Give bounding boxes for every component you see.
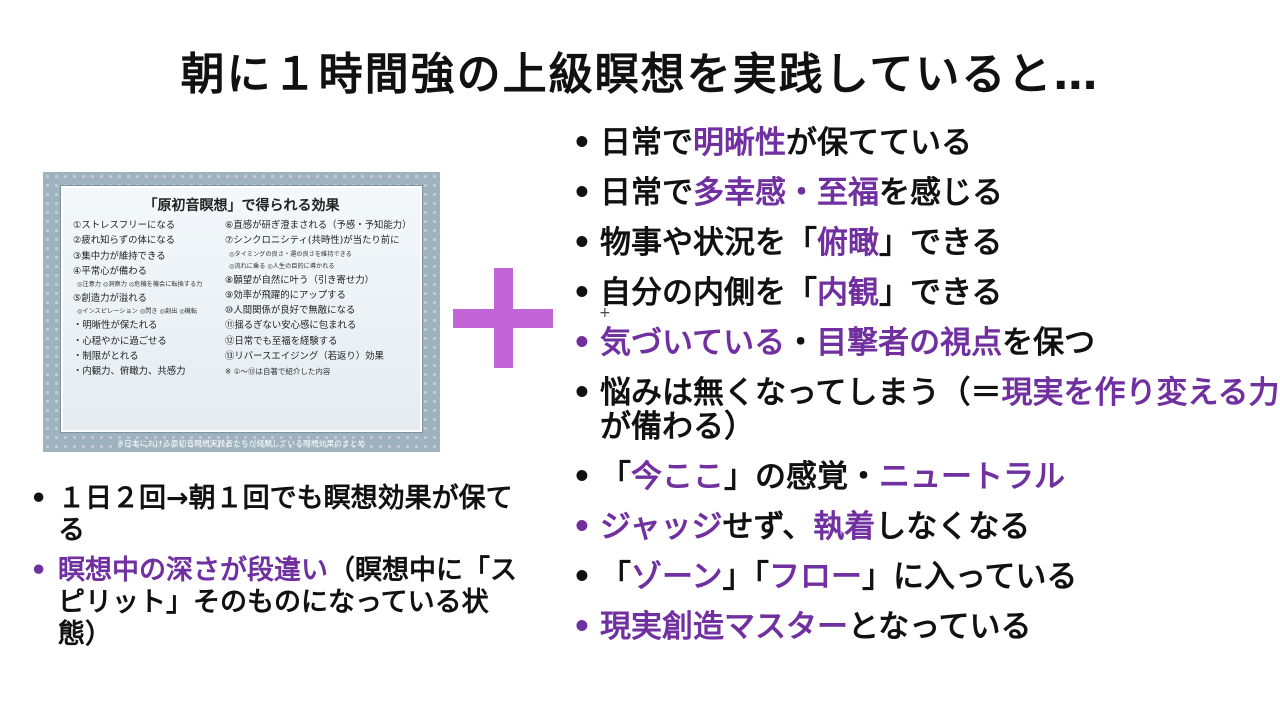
bullet-item: 日常で明晰性が保てている xyxy=(572,126,1280,160)
bullet-text: 日常で xyxy=(600,125,693,161)
highlighted-text: 俯瞰 xyxy=(817,225,879,261)
highlighted-text: 多幸感・至福 xyxy=(693,175,879,211)
bullet-text: １日２回→朝１回でも瞑想効果が保てる xyxy=(58,483,513,546)
effect-item: ②疲れ知らずの体になる xyxy=(73,235,175,247)
highlighted-text: 内観 xyxy=(817,275,879,311)
bullet-text: 「 xyxy=(600,459,631,495)
bullet-item: 悩みは無くなってしまう（＝現実を作り変える力が備わる） xyxy=(572,376,1280,444)
highlighted-text: ゾーン xyxy=(631,559,723,595)
bullet-text: 「 xyxy=(600,559,631,595)
highlighted-text: 現実創造マスター xyxy=(600,609,848,645)
bullet-item: ジャッジせず、執着しなくなる xyxy=(572,510,1280,544)
bullet-item: 日常で多幸感・至福を感じる xyxy=(572,176,1280,210)
right-bullet-list: 日常で明晰性が保てている日常で多幸感・至福を感じる物事や状況を「俯瞰」できる自分… xyxy=(572,126,1280,660)
highlighted-text: 目撃者の視点 xyxy=(816,325,1003,361)
bullet-item: 自分の内側を「内観」できる xyxy=(572,276,1280,310)
bullet-item: 気づいている・目撃者の視点を保つ xyxy=(572,326,1280,360)
highlighted-text: ニュートラル xyxy=(879,459,1065,495)
highlighted-text: 気づいている xyxy=(600,325,786,361)
left-bullet-list: １日２回→朝１回でも瞑想効果が保てる瞑想中の深さが段違い（瞑想中に「スピリット」… xyxy=(30,483,520,659)
effects-caption: ※日本における原初音瞑想実践者たちが経験している瞑想効果のまとめ xyxy=(117,439,366,448)
effect-item: ※ ①〜⑬は自著で紹介した内容 xyxy=(225,367,331,377)
bullet-text: が備わる） xyxy=(600,409,755,445)
effect-item: ◎流れに乗る ◎人生の目的に導かれる xyxy=(229,262,335,270)
bullet-text: 物事や状況を「 xyxy=(600,225,817,261)
effect-item: 制限がとれる xyxy=(73,349,223,364)
bullet-text: 」できる xyxy=(879,275,1003,311)
bullet-text: 」の感覚・ xyxy=(724,459,879,495)
effect-item: ⑩人間関係が良好で無敵になる xyxy=(225,305,356,317)
bullet-text: 」に入っている xyxy=(861,559,1078,595)
effect-item: 明晰性が保たれる xyxy=(73,318,223,333)
bullet-text: しなくなる xyxy=(875,509,1031,545)
effect-item: ⑧願望が自然に叶う（引き寄せ力） xyxy=(225,274,375,286)
effect-item: ⑦シンクロニシティ(共時性)が当たり前に xyxy=(225,235,400,247)
bullet-text: 日常で xyxy=(600,175,693,211)
cursor-crosshair-icon: + xyxy=(599,305,611,321)
highlighted-text: 執着 xyxy=(813,509,876,545)
highlighted-text: フロー xyxy=(768,559,862,595)
plus-sign-vertical xyxy=(494,268,513,368)
effect-item: ◎タイミングの良さ・運の良さを維持できる xyxy=(229,250,352,258)
effects-left-column: ①ストレスフリーになる ②疲れ知らずの体になる ③集中力が維持できる ④平常心が備わる… xyxy=(73,218,223,380)
bullet-item: 物事や状況を「俯瞰」できる xyxy=(572,226,1280,260)
bullet-text: （瞑想中に「スピリット」そのものになっている状態） xyxy=(58,555,517,650)
highlighted-text: 現実を作り変える力 xyxy=(1001,375,1280,411)
effects-right-column: ⑥直感が研ぎ澄まされる（予感・予知能力） ⑦シンクロニシティ(共時性)が当たり前に… xyxy=(225,218,421,380)
highlighted-text: ジャッジ xyxy=(600,509,723,545)
bullet-text: ・ xyxy=(785,325,817,361)
bullet-item: 「今ここ」の感覚・ニュートラル xyxy=(572,460,1280,494)
bullet-text: せず、 xyxy=(722,509,814,545)
bullet-text: 」できる xyxy=(879,225,1003,261)
bullet-text: を感じる xyxy=(879,175,1003,211)
effect-item: ①ストレスフリーになる xyxy=(73,220,176,231)
bullet-item: 現実創造マスターとなっている xyxy=(572,610,1280,644)
effects-card: 「原初音瞑想」で得られる効果 ①ストレスフリーになる ②疲れ知らずの体になる ③集中… xyxy=(60,185,423,433)
bullet-text: 悩みは無くなってしまう（＝ xyxy=(600,375,1002,411)
bullet-item: １日２回→朝１回でも瞑想効果が保てる xyxy=(30,483,520,547)
highlighted-text: 今ここ xyxy=(631,459,724,495)
effect-item: ⑨効率が飛躍的にアップする xyxy=(225,289,346,301)
effect-item: ③集中力が維持できる xyxy=(73,250,166,262)
effect-item: ⑤創造力が溢れる xyxy=(73,293,148,305)
effect-item: ⑪揺るぎない安心感に包まれる xyxy=(225,320,357,332)
bullet-text: 」「 xyxy=(722,559,769,595)
effect-item: ◎注意力 ◎洞察力 ◎危機を機会に転換する力 xyxy=(77,281,203,289)
effects-image: 「原初音瞑想」で得られる効果 ①ストレスフリーになる ②疲れ知らずの体になる ③集中… xyxy=(43,172,440,452)
effect-item: 心穏やかに過ごせる xyxy=(73,334,223,349)
effect-item: ◎インスピレーション ◎閃き ◎創出 ◎機転 xyxy=(77,308,198,316)
effect-item: ⑫日常でも至福を経験する xyxy=(225,335,338,347)
bullet-text: を保つ xyxy=(1002,325,1096,361)
effect-item: ⑥直感が研ぎ澄まされる（予感・予知能力） xyxy=(225,220,412,231)
effect-item: ④平常心が備わる xyxy=(73,265,148,277)
bullet-text: となっている xyxy=(848,609,1032,645)
effect-item: ⑬リバースエイジング（若返り）効果 xyxy=(225,351,384,363)
highlighted-text: 明晰性 xyxy=(693,125,786,161)
bullet-text: 自分の内側を「 xyxy=(600,275,817,311)
slide-title: 朝に１時間強の上級瞑想を実践していると… xyxy=(180,49,1100,100)
effect-item: 内観力、俯瞰力、共感力 xyxy=(73,364,223,379)
bullet-item: 瞑想中の深さが段違い（瞑想中に「スピリット」そのものになっている状態） xyxy=(30,555,520,651)
highlighted-text: 瞑想中の深さが段違い xyxy=(58,555,328,586)
bullet-text: が保てている xyxy=(786,125,972,161)
bullet-item: 「ゾーン」「フロー」に入っている xyxy=(572,560,1280,594)
effects-card-title: 「原初音瞑想」で得られる効果 xyxy=(143,198,340,214)
